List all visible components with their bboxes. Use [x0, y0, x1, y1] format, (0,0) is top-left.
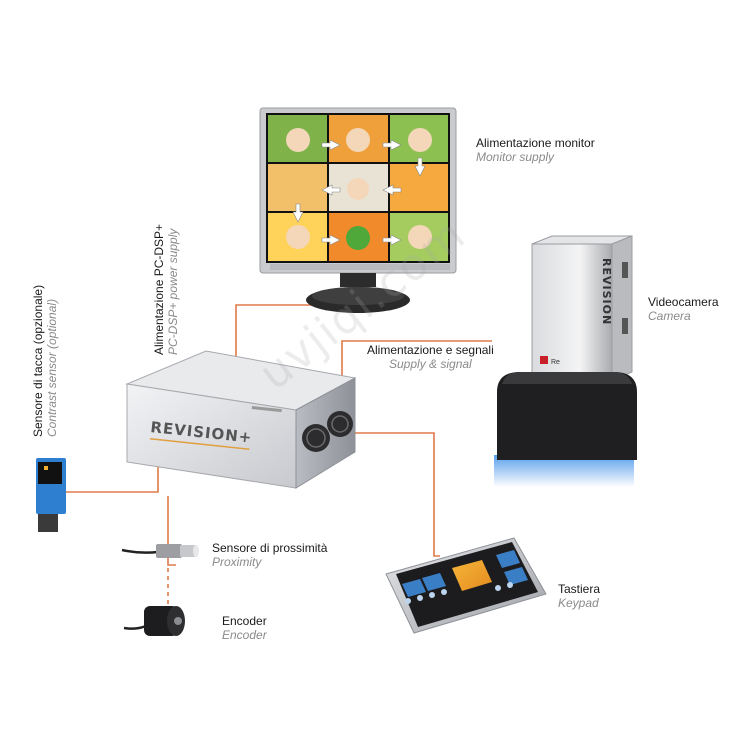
line-monitor-supply — [235, 304, 312, 368]
line-contrast-sensor — [66, 464, 159, 493]
label-encoder: Encoder Encoder — [222, 614, 267, 642]
label-contrast-it: Sensore di tacca (opzionale) — [31, 284, 45, 437]
label-encoder-it: Encoder — [222, 614, 267, 628]
pc-dsp-unit: REVISION+ — [125, 350, 357, 489]
label-keypad: Tastiera Keypad — [558, 582, 600, 610]
camera: REVISION Re — [494, 235, 637, 487]
label-pc-supply: Alimentazione PC-DSP+ PC-DSP+ power supp… — [152, 224, 180, 355]
label-pc-it: Alimentazione PC-DSP+ — [152, 223, 166, 355]
label-monitor-en: Monitor supply — [476, 150, 555, 164]
line-proximity — [167, 496, 176, 566]
label-keypad-en: Keypad — [558, 596, 599, 610]
label-signal-en: Supply & signal — [389, 357, 472, 371]
encoder — [123, 606, 185, 636]
label-monitor-supply: Alimentazione monitor Monitor supply — [476, 136, 595, 164]
label-keypad-it: Tastiera — [558, 582, 601, 596]
keypad — [385, 537, 547, 634]
label-camera: Videocamera Camera — [648, 295, 719, 323]
label-camera-it: Videocamera — [648, 295, 719, 309]
label-supply-signal: Alimentazione e segnali Supply & signal — [367, 343, 494, 371]
label-monitor-it: Alimentazione monitor — [476, 136, 595, 150]
proximity-sensor — [121, 544, 199, 558]
camera-brand-logo: REVISION — [600, 258, 613, 325]
monitor — [259, 107, 457, 313]
label-contrast-en: Contrast sensor (optional) — [45, 298, 59, 437]
monitor-arrows — [292, 139, 426, 246]
label-proximity-it: Sensore di prossimità — [212, 541, 328, 555]
label-camera-en: Camera — [648, 309, 691, 323]
label-contrast-sensor: Sensore di tacca (opzionale) Contrast se… — [31, 285, 59, 437]
label-encoder-en: Encoder — [222, 628, 267, 642]
label-signal-it: Alimentazione e segnali — [367, 343, 494, 357]
label-pc-en: PC-DSP+ power supply — [166, 228, 180, 355]
label-proximity: Sensore di prossimità Proximity — [212, 541, 327, 569]
contrast-sensor — [36, 458, 66, 532]
monitor-screen-tiles — [268, 115, 448, 261]
camera-badge: Re — [551, 359, 560, 366]
line-keypad — [326, 432, 440, 557]
label-proximity-en: Proximity — [212, 555, 262, 569]
